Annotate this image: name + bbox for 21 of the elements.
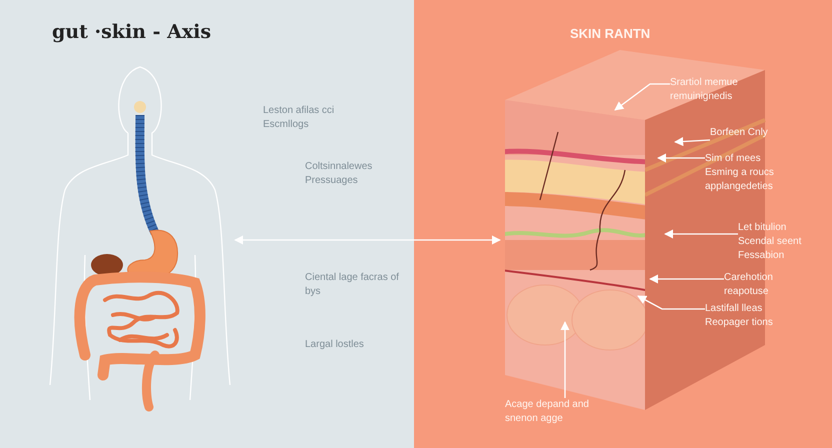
double-arrow (637, 295, 705, 310)
double-arrow (664, 229, 738, 239)
callout-text: Sim of mees Esming a roucs applangedeties (705, 152, 775, 194)
callout-text: Let bitulion Scendal seent Fessabion (738, 221, 802, 263)
double-arrow (560, 321, 570, 398)
annotation-text: Largal lostles (305, 338, 365, 352)
diagram-title: gut ·skin - Axis (52, 20, 212, 45)
double-arrow (614, 83, 670, 111)
panel-heading: SKIN RANTN (570, 25, 650, 43)
callout-text: Lastifall lleas Reopager tions (705, 302, 774, 330)
annotation-text: Ciental lage facras of bys (305, 271, 400, 299)
double-arrow (657, 153, 705, 163)
callout-text: Acage depand and snenon agge (505, 398, 590, 426)
annotation-text: Coltsinnalewes Pressuages (305, 160, 374, 188)
double-arrow (649, 274, 724, 284)
double-arrow (234, 235, 501, 245)
double-arrow (674, 137, 710, 146)
callout-text: Borfeen Cnly (710, 126, 769, 140)
callout-text: Carehotion reapotuse (724, 271, 774, 299)
annotation-text: Leston afilas cci Escmllogs (263, 104, 336, 132)
callout-text: Srartiol memue remuinignedis (670, 76, 739, 104)
